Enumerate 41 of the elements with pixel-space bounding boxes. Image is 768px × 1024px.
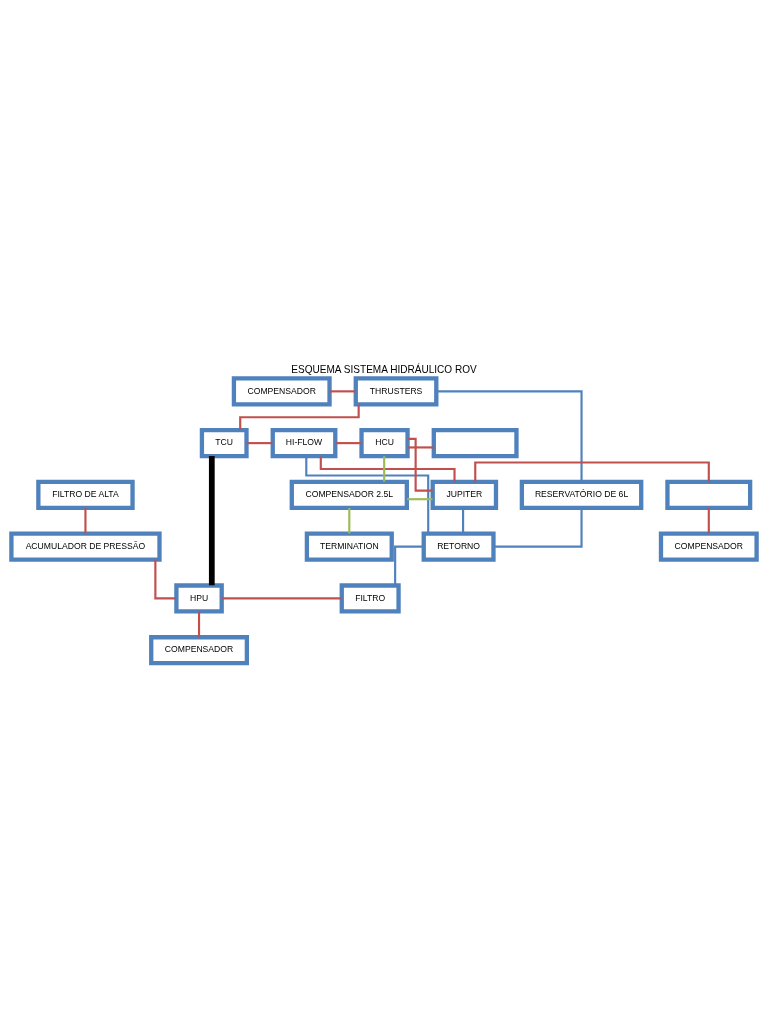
node-box: COMPENSADOR — [231, 375, 332, 406]
node-box: COMPENSADOR — [658, 531, 759, 562]
connector — [462, 507, 465, 533]
diagram-title: ESQUEMA SISTEMA HIDRÁULICO ROV — [291, 363, 477, 375]
connector — [348, 507, 351, 533]
connector — [319, 455, 456, 482]
node-box: HPU — [174, 582, 224, 613]
connector — [407, 445, 434, 448]
connector — [493, 507, 583, 548]
node-box: ACUMULADOR DE PRESSÃO — [9, 531, 162, 562]
node-box: THRUSTERS — [353, 375, 439, 406]
connector — [197, 611, 201, 637]
connector — [707, 507, 710, 533]
node-box: COMPENSADOR 2.5L — [289, 479, 409, 510]
connector — [394, 545, 424, 585]
node-box — [665, 479, 753, 510]
connector — [383, 455, 386, 482]
connector — [84, 507, 87, 533]
connector — [208, 455, 215, 585]
node-box: TERMINATION — [304, 531, 394, 562]
node-box: FILTRO — [339, 582, 401, 613]
connector — [474, 460, 710, 482]
node-box: TCU — [199, 427, 249, 458]
connector — [329, 389, 356, 392]
connector — [407, 437, 433, 492]
node-box: JUPITER — [430, 479, 499, 510]
connector — [335, 441, 362, 444]
connector — [239, 404, 360, 430]
connector — [221, 596, 342, 599]
connector — [436, 389, 583, 482]
node-box — [431, 427, 519, 458]
node-box: HI-FLOW — [270, 427, 338, 458]
connector — [246, 441, 273, 444]
node-box: COMPENSADOR — [149, 634, 249, 665]
node-box: RETORNO — [421, 531, 496, 562]
connector — [407, 497, 433, 500]
connector — [154, 559, 177, 599]
node-box: FILTRO DE ALTA — [36, 479, 135, 510]
node-box: RESERVATÓRIO DE 6L — [519, 479, 644, 510]
node-box: HCU — [359, 427, 410, 458]
connector — [305, 455, 430, 534]
